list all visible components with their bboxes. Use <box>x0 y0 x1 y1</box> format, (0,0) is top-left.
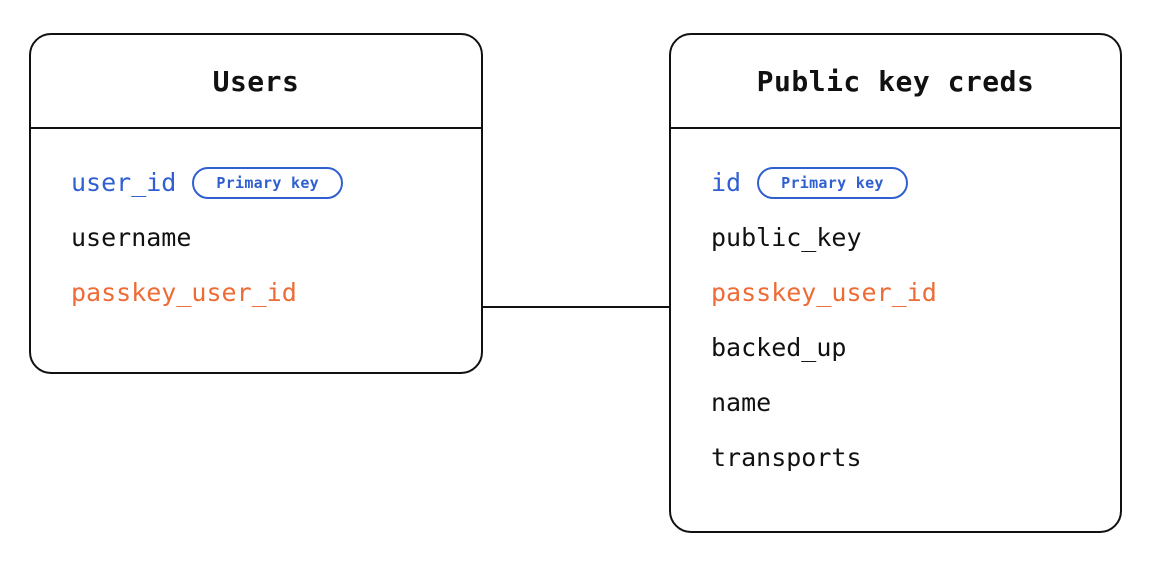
field-name-name: name <box>711 388 772 417</box>
relationship-connector-users-public-key-creds <box>483 306 671 308</box>
entity-users[interactable]: Users user_id Primary key username passk… <box>29 33 483 374</box>
primary-key-badge: Primary key <box>757 166 908 199</box>
primary-key-badge-label: Primary key <box>781 173 884 192</box>
entity-public-key-creds-header: Public key creds <box>671 35 1120 129</box>
field-row-transports[interactable]: transports <box>711 430 1120 485</box>
field-row-id[interactable]: id Primary key <box>711 155 1120 210</box>
field-row-backed-up[interactable]: backed_up <box>711 320 1120 375</box>
field-row-passkey-user-id[interactable]: passkey_user_id <box>71 265 481 320</box>
field-row-username[interactable]: username <box>71 210 481 265</box>
field-name-public-key: public_key <box>711 223 862 252</box>
entity-public-key-creds-title: Public key creds <box>756 64 1035 98</box>
entity-users-title: Users <box>212 64 300 98</box>
entity-public-key-creds-field-list: id Primary key public_key passkey_user_i… <box>671 129 1120 485</box>
primary-key-badge: Primary key <box>192 166 343 199</box>
field-name-user-id: user_id <box>71 168 177 197</box>
field-name-passkey-user-id: passkey_user_id <box>71 278 297 307</box>
field-name-id: id <box>711 168 742 197</box>
field-name-passkey-user-id: passkey_user_id <box>711 278 937 307</box>
field-row-name[interactable]: name <box>711 375 1120 430</box>
entity-users-field-list: user_id Primary key username passkey_use… <box>31 129 481 320</box>
entity-users-header: Users <box>31 35 481 129</box>
field-row-user-id[interactable]: user_id Primary key <box>71 155 481 210</box>
entity-public-key-creds[interactable]: Public key creds id Primary key public_k… <box>669 33 1122 533</box>
field-name-backed-up: backed_up <box>711 333 847 362</box>
field-row-passkey-user-id[interactable]: passkey_user_id <box>711 265 1120 320</box>
field-name-username: username <box>71 223 192 252</box>
primary-key-badge-label: Primary key <box>216 173 319 192</box>
field-name-transports: transports <box>711 443 862 472</box>
field-row-public-key[interactable]: public_key <box>711 210 1120 265</box>
